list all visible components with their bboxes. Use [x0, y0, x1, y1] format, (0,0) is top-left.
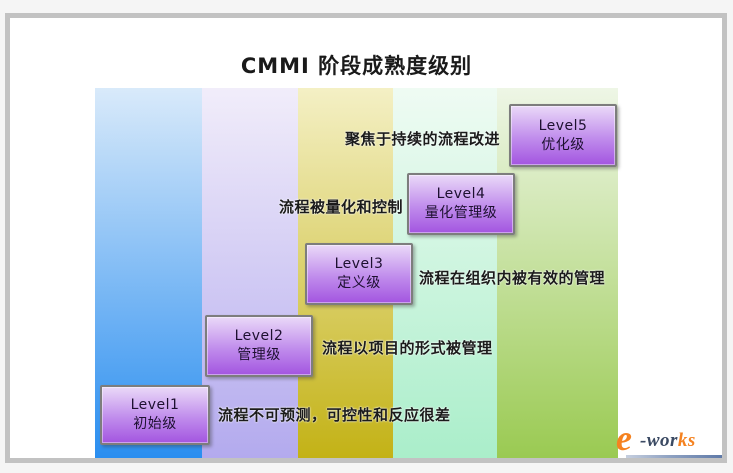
level5-label: Level5 [538, 117, 588, 134]
level2-box: Level2 管理级 [205, 315, 313, 377]
eworks-logo-underline [626, 455, 722, 458]
level1-box: Level1 初始级 [100, 385, 210, 445]
level2-label: Level2 [234, 328, 284, 345]
level5-name: 优化级 [541, 136, 585, 153]
level4-description: 流程被量化和控制 [278, 198, 403, 216]
level5-box: Level5 优化级 [509, 104, 617, 167]
eworks-logo-ks: ks [677, 430, 696, 451]
eworks-logo-text: -works [640, 430, 696, 452]
level1-label: Level1 [130, 397, 180, 414]
level5-description: 聚焦于持续的流程改进 [344, 130, 500, 148]
eworks-logo-wor: -wor [640, 430, 678, 451]
eworks-logo-e: e [616, 418, 632, 458]
level2-description: 流程以项目的形式被管理 [322, 339, 493, 357]
level4-box: Level4 量化管理级 [407, 173, 515, 235]
level2-name: 管理级 [237, 347, 281, 363]
level4-name: 量化管理级 [424, 205, 498, 221]
diagram-title: CMMI 阶段成熟度级别 [240, 54, 473, 78]
level4-label: Level4 [436, 186, 486, 203]
level3-name: 定义级 [337, 275, 381, 291]
level3-box: Level3 定义级 [305, 243, 413, 305]
level3-description: 流程在组织内被有效的管理 [419, 269, 606, 287]
eworks-logo: e -works [616, 420, 724, 460]
level1-description: 流程不可预测，可控性和反应很差 [218, 406, 451, 424]
level3-label: Level3 [334, 256, 384, 273]
level1-name: 初始级 [133, 416, 177, 432]
column-level2 [202, 88, 298, 458]
